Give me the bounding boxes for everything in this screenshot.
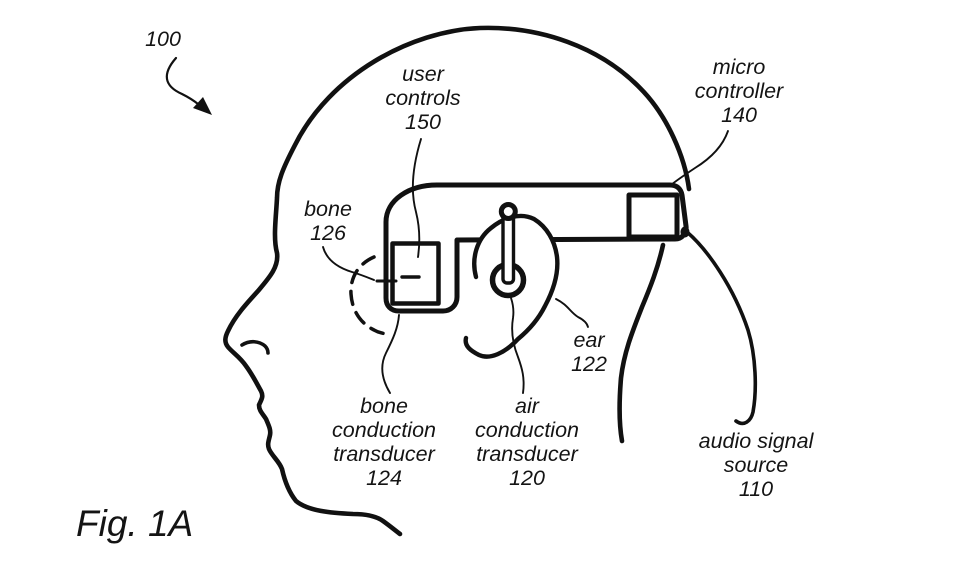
- user-controls-box: [390, 241, 441, 306]
- head-outline: [223, 25, 692, 537]
- leader-bone-conduction-transducer: [381, 314, 400, 394]
- leader-air-conduction-transducer: [510, 297, 525, 394]
- label-audio-signal-source: audio signal source 110: [698, 429, 814, 501]
- leader-ear: [555, 298, 589, 328]
- label-air-conduction-transducer: air conduction transducer 120: [475, 394, 579, 490]
- audio-wire: [685, 230, 758, 426]
- ref-100-arrow-line: [165, 56, 200, 106]
- bone-dashed-arc: [349, 255, 393, 336]
- label-bone-conduction-transducer: bone conduction transducer 124: [332, 394, 436, 490]
- air-transducer-pivot: [498, 202, 518, 221]
- label-user-controls: user controls 150: [385, 62, 461, 134]
- nostril-line: [240, 339, 270, 355]
- wire-connector-nub: [680, 226, 690, 238]
- label-micro-controller: micro controller 140: [694, 55, 784, 127]
- label-ear: ear 122: [571, 328, 607, 376]
- headband: [383, 182, 689, 314]
- leader-user-controls: [411, 138, 422, 258]
- reference-100-text: 100: [145, 27, 181, 51]
- leader-bone: [322, 246, 375, 281]
- leader-micro-controller: [670, 130, 729, 186]
- ref-100-arrowhead: [193, 97, 212, 115]
- neck-back-outline: [617, 242, 666, 444]
- label-reference-100: 100: [145, 27, 181, 51]
- figure-title: Fig. 1A: [76, 503, 194, 544]
- microcontroller-box: [626, 192, 680, 240]
- label-bone: bone 126: [304, 197, 352, 245]
